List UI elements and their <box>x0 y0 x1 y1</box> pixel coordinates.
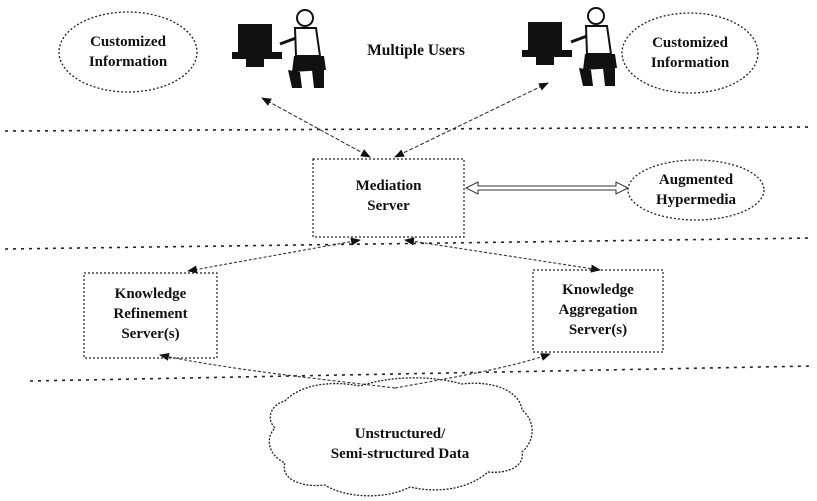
customized-information-right-label: Customized Information <box>650 35 730 71</box>
arrow-data-to-refinement <box>159 352 396 389</box>
knowledge-aggregation-box <box>532 269 664 353</box>
customized-information-left-label: Customized Information <box>88 34 168 70</box>
data-source-label: Unstructured/ Semi-structured Data <box>330 426 470 462</box>
mediation-server-label: Mediation Server <box>355 178 422 214</box>
arrow-mediation-to-refinement <box>187 237 361 274</box>
layer-divider-2 <box>4 237 813 250</box>
augmented-hypermedia-ellipse <box>627 159 765 221</box>
data-source-cloud <box>268 377 533 497</box>
knowledge-aggregation-label: Knowledge Aggregation Server(s) <box>558 282 638 338</box>
arrow-user-left-to-mediation <box>261 97 371 158</box>
computer-user-icon <box>232 9 326 88</box>
knowledge-refinement-label: Knowledge Refinement Server(s) <box>113 286 188 342</box>
mediation-server-box <box>312 158 465 238</box>
augmented-hypermedia-label: Augmented Hypermedia <box>656 172 736 208</box>
computer-user-icon <box>522 7 617 86</box>
layer-divider-1 <box>4 126 813 132</box>
knowledge-refinement-box <box>83 272 218 359</box>
layer-divider-3 <box>29 365 813 382</box>
customized-info-right-ellipse <box>621 12 759 94</box>
customized-info-left-ellipse <box>58 11 198 93</box>
arrow-mediation-to-hypermedia <box>464 181 630 195</box>
arrow-user-right-to-mediation <box>394 82 549 158</box>
multiple-users-label: Multiple Users <box>367 42 465 59</box>
arrow-mediation-to-aggregation <box>404 237 601 273</box>
